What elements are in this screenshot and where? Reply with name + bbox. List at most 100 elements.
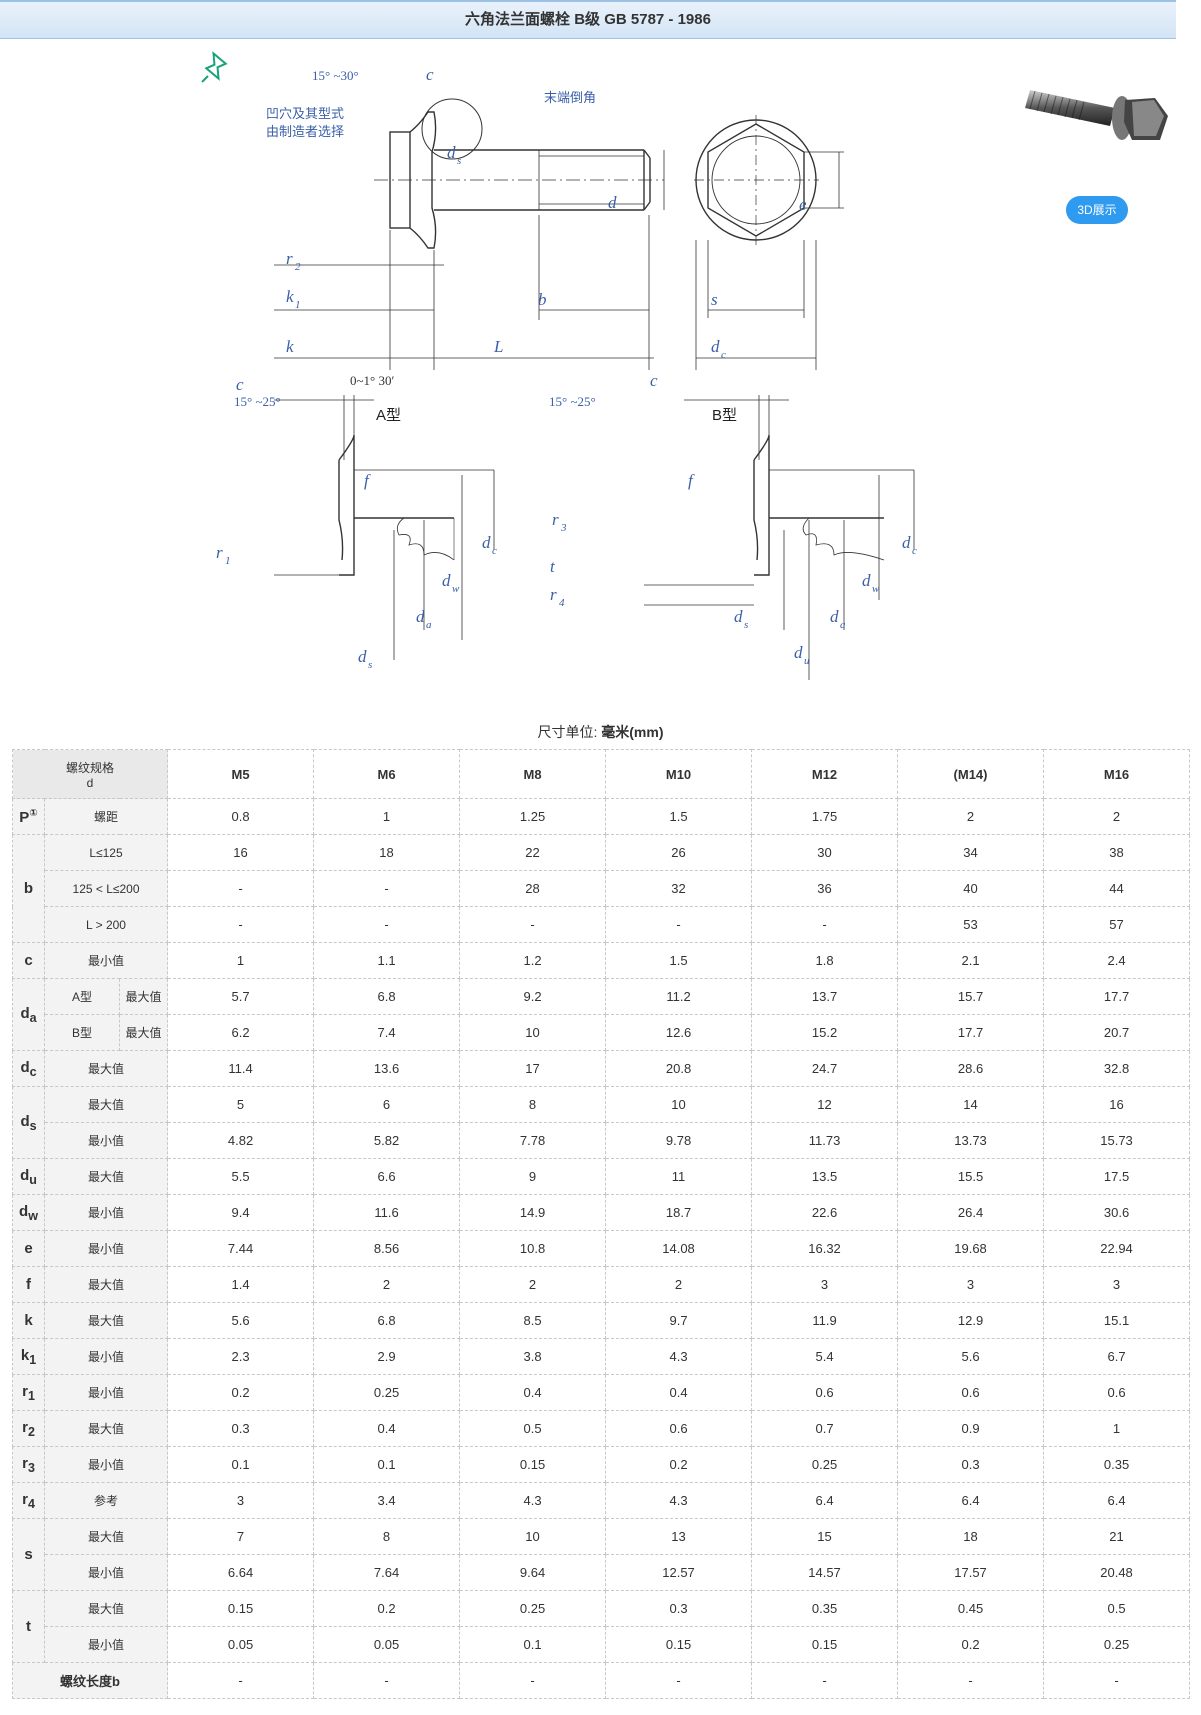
value-cell: 14 xyxy=(897,1086,1045,1123)
typeA-c: c xyxy=(236,375,244,394)
value-cell: 0.4 xyxy=(605,1374,753,1411)
value-cell: 5.6 xyxy=(897,1338,1045,1375)
value-cell: 20.8 xyxy=(605,1050,753,1087)
value-cell: 8 xyxy=(313,1518,461,1555)
angle-top-label: 15° ~30° xyxy=(312,68,359,83)
value-cell: 21 xyxy=(1043,1518,1191,1555)
param-cell: dc xyxy=(12,1050,45,1087)
value-cell: 13.7 xyxy=(751,978,899,1015)
value-cell: - xyxy=(313,1662,461,1699)
value-cell: - xyxy=(313,870,461,907)
value-cell: 22.6 xyxy=(751,1194,899,1231)
param-subscript: 4 xyxy=(27,1496,35,1511)
typeB-da-sub: a xyxy=(840,619,846,631)
value-cell: 0.2 xyxy=(605,1446,753,1483)
row-label: 螺纹长度b xyxy=(11,1662,169,1699)
value-cell: 16 xyxy=(1043,1086,1191,1123)
value-cell: 0.2 xyxy=(313,1590,461,1627)
param-symbol: P xyxy=(19,808,30,826)
value-cell: 13.73 xyxy=(897,1122,1045,1159)
value-cell: 3 xyxy=(897,1266,1045,1303)
value-cell: 5.5 xyxy=(167,1158,315,1195)
param-subscript: w xyxy=(28,1208,38,1223)
value-cell: 2.4 xyxy=(1043,942,1191,979)
typeB-r3-sub: 3 xyxy=(560,522,567,534)
value-cell: 18 xyxy=(897,1518,1045,1555)
value-cell: 0.5 xyxy=(459,1410,607,1447)
value-cell: 12 xyxy=(751,1086,899,1123)
value-cell: 4.3 xyxy=(605,1338,753,1375)
value-cell: 0.25 xyxy=(459,1590,607,1627)
value-cell: 1 xyxy=(313,798,461,835)
row-label: 最小值 xyxy=(43,1338,169,1375)
value-cell: 3.4 xyxy=(313,1482,461,1519)
value-cell: 13.5 xyxy=(751,1158,899,1195)
value-cell: 32 xyxy=(605,870,753,907)
value-cell: 17.7 xyxy=(1043,978,1191,1015)
param-cell: r2 xyxy=(12,1410,45,1447)
dim-e: e xyxy=(799,195,807,214)
row-label: L > 200 xyxy=(43,906,169,943)
column-header: M12 xyxy=(751,749,899,799)
value-cell: 15.73 xyxy=(1043,1122,1191,1159)
value-cell: 7.4 xyxy=(313,1014,461,1051)
row-label: 最大值 xyxy=(43,1302,169,1339)
value-cell: 14.9 xyxy=(459,1194,607,1231)
param-symbol: b xyxy=(23,880,34,897)
param-symbol: s xyxy=(24,1546,33,1563)
column-header: M6 xyxy=(313,749,461,799)
value-cell: 11.2 xyxy=(605,978,753,1015)
value-cell: 11.73 xyxy=(751,1122,899,1159)
param-symbol: k xyxy=(20,1346,30,1364)
3d-view-button[interactable]: 3D展示 xyxy=(1066,196,1128,224)
value-cell: 0.1 xyxy=(313,1446,461,1483)
value-cell: 0.35 xyxy=(1043,1446,1191,1483)
value-cell: 7 xyxy=(167,1518,315,1555)
value-cell: 1.2 xyxy=(459,942,607,979)
value-cell: 2.3 xyxy=(167,1338,315,1375)
row-label: 参考 xyxy=(43,1482,169,1519)
param-symbol: r xyxy=(22,1418,28,1436)
typeB-angle: 15° ~25° xyxy=(549,394,596,409)
value-cell: 10 xyxy=(605,1086,753,1123)
row-label: 最大值 xyxy=(43,1266,169,1303)
value-cell: 12.6 xyxy=(605,1014,753,1051)
value-cell: 0.45 xyxy=(897,1590,1045,1627)
dim-c: c xyxy=(426,65,434,84)
value-cell: 0.15 xyxy=(751,1626,899,1663)
bolt-technical-drawing: c d s d r 2 k 1 b k L e s d c c f r 1 d … xyxy=(216,65,917,680)
value-cell: 38 xyxy=(1043,834,1191,871)
param-subscript: 1 xyxy=(27,1388,35,1403)
value-cell: 9.7 xyxy=(605,1302,753,1339)
value-cell: 9.4 xyxy=(167,1194,315,1231)
value-cell: 0.6 xyxy=(751,1374,899,1411)
value-cell: 57 xyxy=(1043,906,1191,943)
recess-note-line1: 凹穴及其型式 xyxy=(266,106,344,121)
typeA-dw-sub: w xyxy=(452,583,460,595)
pin-icon[interactable] xyxy=(200,50,234,84)
param-cell: ds xyxy=(12,1086,45,1159)
value-cell: 0.6 xyxy=(605,1410,753,1447)
value-cell: 0.1 xyxy=(459,1626,607,1663)
value-cell: - xyxy=(897,1662,1045,1699)
value-cell: 13.6 xyxy=(313,1050,461,1087)
dim-k: k xyxy=(286,337,294,356)
dim-r2: r xyxy=(286,249,293,268)
value-cell: 6 xyxy=(313,1086,461,1123)
typeA-dc-sub: c xyxy=(492,545,497,557)
value-cell: - xyxy=(167,870,315,907)
value-cell: - xyxy=(605,906,753,943)
value-cell: 0.5 xyxy=(1043,1590,1191,1627)
value-cell: 2 xyxy=(459,1266,607,1303)
value-cell: 10 xyxy=(459,1014,607,1051)
param-cell: k1 xyxy=(12,1338,45,1375)
value-cell: 3 xyxy=(167,1482,315,1519)
typeB-dw: d xyxy=(862,571,871,590)
value-cell: 18 xyxy=(313,834,461,871)
value-cell: 18.7 xyxy=(605,1194,753,1231)
